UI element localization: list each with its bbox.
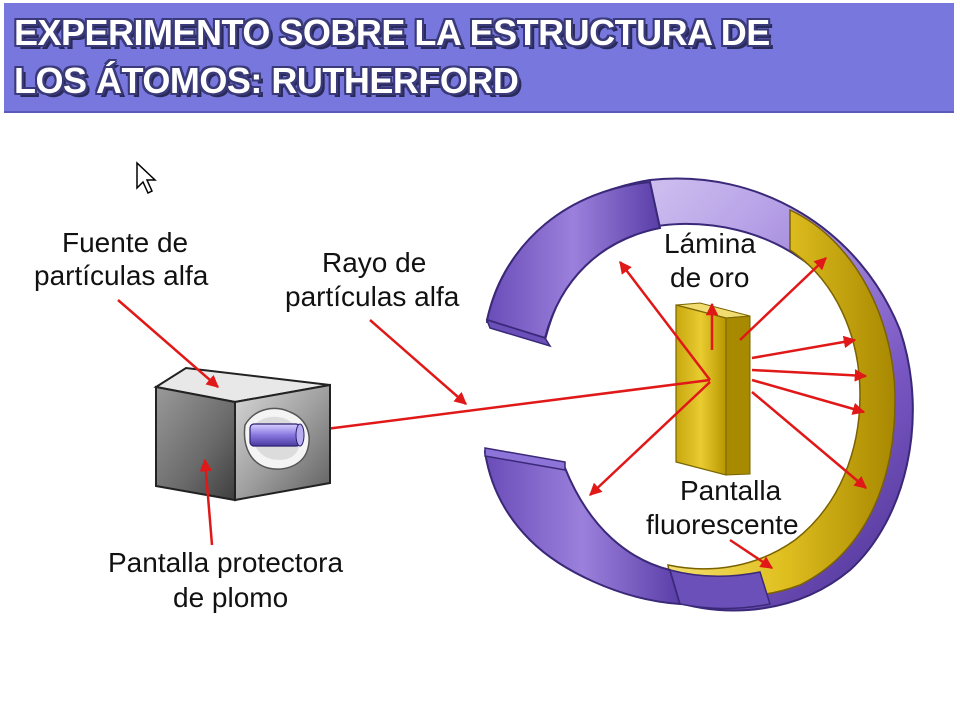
scatter-arrow-back-down <box>589 381 711 496</box>
label-foil-line-1: Lámina <box>664 228 756 259</box>
label-shield-line-2: de plomo <box>173 582 288 613</box>
scatter-arrow-lower-right <box>751 391 867 489</box>
lead-box-front <box>155 385 236 502</box>
label-screen: Pantalla fluorescente <box>646 475 799 540</box>
label-ray-line-2: partículas alfa <box>285 281 460 312</box>
title-banner: EXPERIMENTO SOBRE LA ESTRUCTURA DE LOS Á… <box>4 3 954 113</box>
label-foil: Lámina de oro <box>664 228 756 293</box>
label-source: Fuente de partículas alfa <box>34 227 209 291</box>
label-source-line-1: Fuente de <box>62 227 188 258</box>
label-pointers <box>117 299 467 546</box>
ring-upper-lip <box>485 180 662 340</box>
label-ray-line-1: Rayo de <box>322 247 426 278</box>
label-screen-line-2: fluorescente <box>646 509 799 540</box>
alpha-beam-line <box>317 378 711 432</box>
ring-lower-section <box>483 450 682 606</box>
page-title-line-2: LOS ÁTOMOS: RUTHERFORD <box>14 60 519 101</box>
label-screen-line-1: Pantalla <box>680 475 782 506</box>
page-title-line-1: EXPERIMENTO SOBRE LA ESTRUCTURA DE <box>14 12 770 53</box>
scatter-arrow-upper-right <box>739 257 827 341</box>
scatter-arrow-back-up <box>619 261 711 381</box>
ring-lower-outer <box>668 568 771 610</box>
scatter-arrow-right-3 <box>751 378 866 415</box>
label-ray: Rayo de partículas alfa <box>285 247 460 312</box>
pointer-ray <box>369 319 467 405</box>
lead-shield-box <box>153 366 331 502</box>
fluorescent-screen-ring <box>483 177 914 612</box>
scatter-arrow-right-2 <box>751 368 868 382</box>
label-foil-line-2: de oro <box>670 262 749 293</box>
label-shield-line-1: Pantalla protectora <box>108 547 343 578</box>
alpha-source-end <box>295 423 305 447</box>
label-shield: Pantalla protectora de plomo <box>108 547 343 613</box>
scatter-arrow-right-1 <box>751 335 857 360</box>
label-source-line-2: partículas alfa <box>34 260 209 291</box>
pointer-shield <box>199 458 214 546</box>
ring-upper-cut-face <box>485 318 552 348</box>
scattered-particles <box>589 257 868 570</box>
alpha-source-cylinder <box>249 423 301 447</box>
ring-lower-cut-face <box>484 447 566 471</box>
mouse-pointer-icon <box>136 161 157 195</box>
scatter-arrow-bottom <box>729 538 774 570</box>
pointer-source <box>117 299 219 388</box>
gold-foil-side <box>725 315 751 476</box>
